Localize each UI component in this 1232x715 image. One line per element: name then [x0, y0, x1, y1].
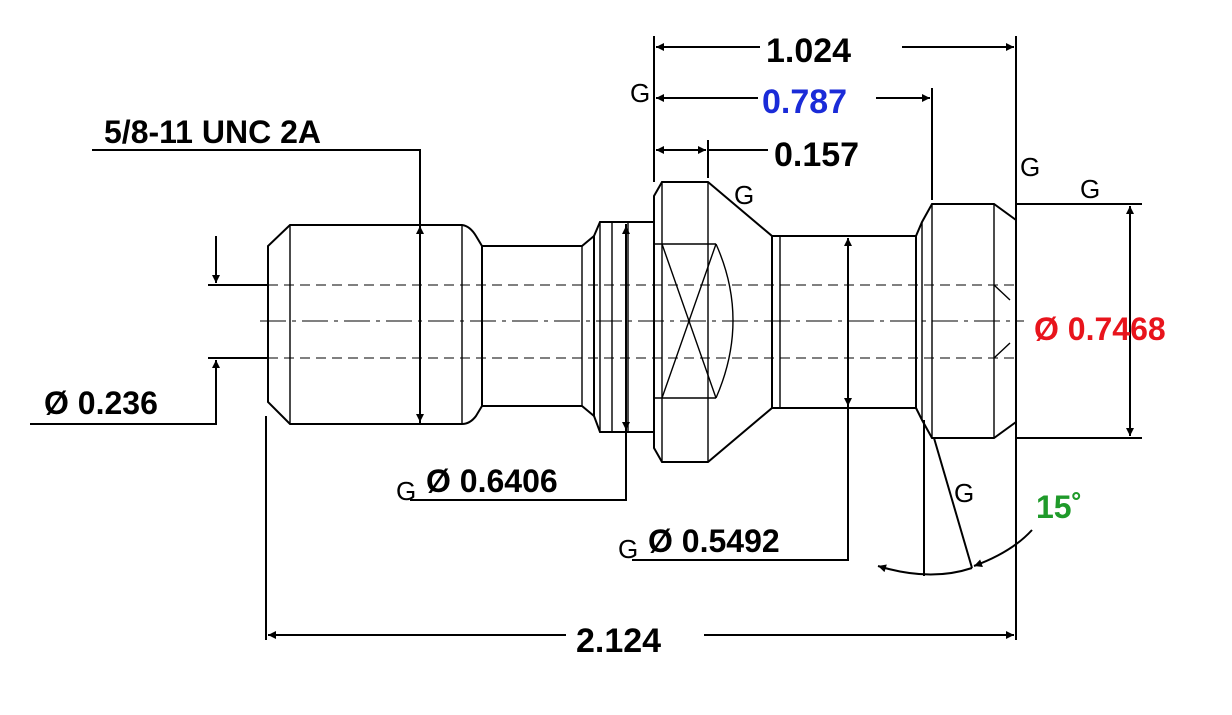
neck-leader	[632, 238, 849, 561]
neck-section	[772, 235, 916, 409]
head-diameter-label: Ø 0.7468	[1034, 311, 1166, 347]
angle-label: 15˚	[1036, 489, 1082, 525]
dim-overall-length: 2.124	[576, 622, 661, 660]
grind-marker-neck: G	[618, 534, 638, 564]
extension-lines	[208, 36, 1142, 640]
thread-section	[267, 224, 483, 425]
shank-section	[482, 235, 595, 417]
bore-chamfer-bottom	[993, 342, 1011, 359]
bore-chamfer-top	[993, 284, 1011, 301]
angle-arc-left	[877, 564, 973, 576]
part-outline	[267, 181, 1017, 463]
grind-marker-taper: G	[954, 478, 974, 508]
grind-marker-collar: G	[396, 476, 416, 506]
collar-diameter-label: Ø 0.6406	[426, 463, 558, 499]
dim-mid-length: 0.787	[762, 83, 847, 121]
grind-marker-head-right: G	[1080, 174, 1100, 204]
thread-spec-label: 5/8-11 UNC 2A	[104, 114, 321, 150]
bore-dim-bottom	[30, 360, 220, 425]
dim-flange-width: 0.157	[774, 136, 859, 174]
grind-marker-top: G	[630, 78, 650, 108]
grind-marker-head-left: G	[1020, 152, 1040, 182]
flange-section	[653, 181, 773, 463]
dim-top-length: 1.024	[766, 32, 851, 70]
thread-leader	[92, 149, 421, 424]
angle-arc-right	[973, 529, 1033, 567]
bore-diameter-label: Ø 0.236	[44, 385, 158, 421]
collar-section	[593, 221, 655, 433]
grind-marker-flange: G	[734, 180, 754, 210]
neck-diameter-label: Ø 0.5492	[648, 523, 780, 559]
